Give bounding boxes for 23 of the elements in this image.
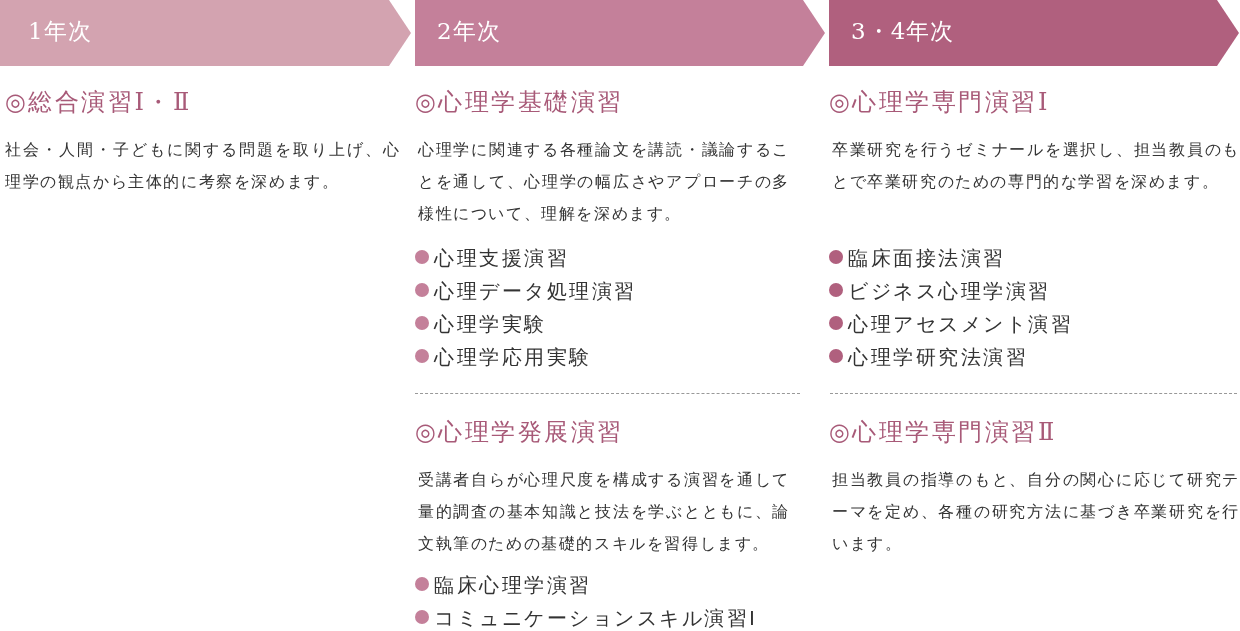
- course-title: ◎総合演習Ⅰ・Ⅱ: [5, 87, 192, 118]
- course-item: 心理学研究法演習: [848, 345, 1028, 369]
- course-item: 心理学応用実験: [434, 345, 592, 369]
- course-title: ◎心理学発展演習: [415, 417, 624, 448]
- year-label: 3・4年次: [851, 17, 955, 46]
- course-item: 心理支援演習: [434, 246, 569, 270]
- year-label: 1年次: [28, 17, 92, 46]
- course-description: 受講者自らが心理尺度を構成する演習を通して量的調査の基本知識と技法を学ぶとともに、論文執筆のための基礎的スキルを習得します。: [418, 469, 790, 555]
- course-description: 担当教員の指導のもと、自分の関心に応じて研究テーマを定め、各種の研究方法に基づき卒業研究を行います。: [832, 469, 1240, 555]
- course-title: ◎心理学基礎演習: [415, 87, 624, 118]
- course-item: 心理データ処理演習: [434, 279, 637, 303]
- course-title: ◎心理学専門演習Ⅱ: [829, 417, 1057, 448]
- course-item: ビジネス心理学演習: [848, 279, 1051, 303]
- course-item: コミュニケーションスキル演習Ⅰ: [434, 606, 758, 630]
- year-label: 2年次: [437, 17, 501, 46]
- course-description: 卒業研究を行うゼミナールを選択し、担当教員のもとで卒業研究のための専門的な学習を深めます。: [832, 139, 1240, 193]
- course-title: ◎心理学専門演習Ⅰ: [829, 87, 1050, 118]
- course-description: 心理学に関連する各種論文を講読・議論することを通して、心理学の幅広さやアプローチの多様性について、理解を深めます。: [418, 139, 790, 225]
- course-description: 社会・人間・子どもに関する問題を取り上げ、心理学の観点から主体的に考察を深めます。: [5, 139, 401, 193]
- course-item: 心理アセスメント演習: [848, 312, 1073, 336]
- course-item: 臨床面接法演習: [848, 246, 1006, 270]
- course-item: 臨床心理学演習: [434, 573, 592, 597]
- course-item: 心理学実験: [434, 312, 547, 336]
